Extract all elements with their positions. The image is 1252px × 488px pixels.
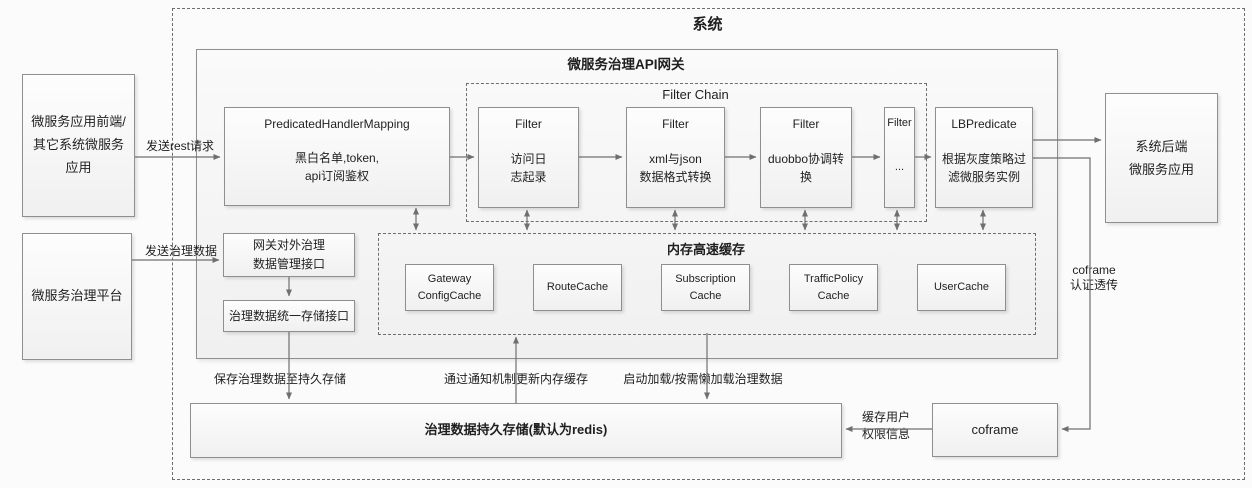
node-governance-platform: 微服务治理平台 [22,233,132,360]
node-filter1-title: Filter [515,117,542,131]
cache-line: ConfigCache [417,289,482,302]
cache-line: RouteCache [546,280,609,293]
edge-label-lazy-load: 启动加载/按需懒加载治理数据 [620,370,786,387]
node-backend-line: 微服务应用 [1128,162,1194,177]
edge-label-notify-update-cache: 通过通知机制更新内存缓存 [440,370,592,387]
system-boundary [172,8,1245,480]
node-lb-line: 滤微服务实例 [947,170,1020,185]
node-storage-if-label: 治理数据统一存储接口 [228,308,349,323]
node-filter-more: Filter ... [884,107,915,208]
node-traffic-policy-cache: TrafficPolicy Cache [789,264,878,311]
edge-label-send-governance-data: 发送治理数据 [144,244,218,258]
node-coframe-label: coframe [971,421,1019,437]
memory-cache-title: 内存高速缓存 [666,242,745,257]
cache-line: UserCache [933,280,990,293]
node-backend-line: 系统后端 [1135,138,1188,154]
gateway-title: 微服务治理API网关 [567,57,685,72]
node-persist-label: 治理数据持久存储(默认为redis) [424,422,608,438]
node-filter-xml-json: Filter xml与json 数据格式转换 [626,107,725,208]
node-filter1-line: 访问日 [510,151,547,166]
edge-label-save-governance-data: 保存治理数据至持久存储 [210,370,350,387]
node-filter4-title: Filter [887,117,912,129]
cache-line: TrafficPolicy [803,273,864,285]
node-frontend: 微服务应用前端/ 其它系统微服务 应用 [22,74,135,217]
node-coframe: coframe [932,403,1058,457]
node-user-cache: UserCache [917,264,1006,311]
node-gw-mgmt-line: 数据管理接口 [252,257,325,271]
cache-line: Cache [689,289,722,302]
node-predicated-handler-mapping: PredicatedHandlerMapping 黑白名单,token, api… [224,107,450,206]
node-filter2-line: 数据格式转换 [639,170,712,185]
node-lb-title: LBPredicate [951,117,1017,131]
filter-chain-title: Filter Chain [662,87,729,102]
node-persistent-storage: 治理数据持久存储(默认为redis) [190,403,842,458]
node-filter3-line: duobbo协调转 [767,151,845,166]
node-filter3-line: 换 [799,170,812,185]
node-subscription-cache: Subscription Cache [661,264,750,311]
node-frontend-line: 微服务应用前端/ [31,114,126,130]
system-title: 系统 [692,16,723,33]
node-filter4-line: ... [894,161,905,173]
node-route-cache: RouteCache [533,264,622,311]
filter-chain-boundary [466,83,927,222]
edge-label-coframe-auth: coframe 认证透传 [1066,263,1122,293]
node-governance-platform-label: 微服务治理平台 [31,288,123,304]
node-unified-storage-interface: 治理数据统一存储接口 [223,300,355,332]
node-frontend-line: 其它系统微服务 [32,137,124,153]
node-phm-line: 黑白名单,token, [294,150,380,165]
node-phm-line: api订阅鉴权 [304,169,369,184]
node-filter3-title: Filter [792,117,820,131]
cache-line: Gateway [427,273,472,285]
node-backend: 系统后端 微服务应用 [1105,93,1218,223]
node-gw-governance-interface: 网关对外治理 数据管理接口 [223,233,355,277]
node-phm-title: PredicatedHandlerMapping [264,117,410,131]
node-gw-mgmt-line: 网关对外治理 [252,237,325,252]
node-lb-predicate: LBPredicate 根据灰度策略过 滤微服务实例 [935,107,1033,208]
edge-label-cache-user-permission: 缓存用户 权限信息 [861,410,911,441]
node-lb-line: 根据灰度策略过 [941,151,1026,166]
node-filter-access-log: Filter 访问日 志起录 [478,107,579,208]
cache-line: Subscription [675,273,736,285]
node-filter2-line: xml与json [649,151,702,166]
cache-line: Cache [817,289,850,302]
edge-label-send-rest: 发送rest请求 [145,139,215,153]
node-filter-duobbo: Filter duobbo协调转 换 [760,107,852,208]
node-filter2-title: Filter [662,117,689,131]
node-gateway-config-cache: Gateway ConfigCache [405,264,494,311]
node-filter1-line: 志起录 [510,170,547,185]
node-frontend-line: 应用 [65,159,92,175]
